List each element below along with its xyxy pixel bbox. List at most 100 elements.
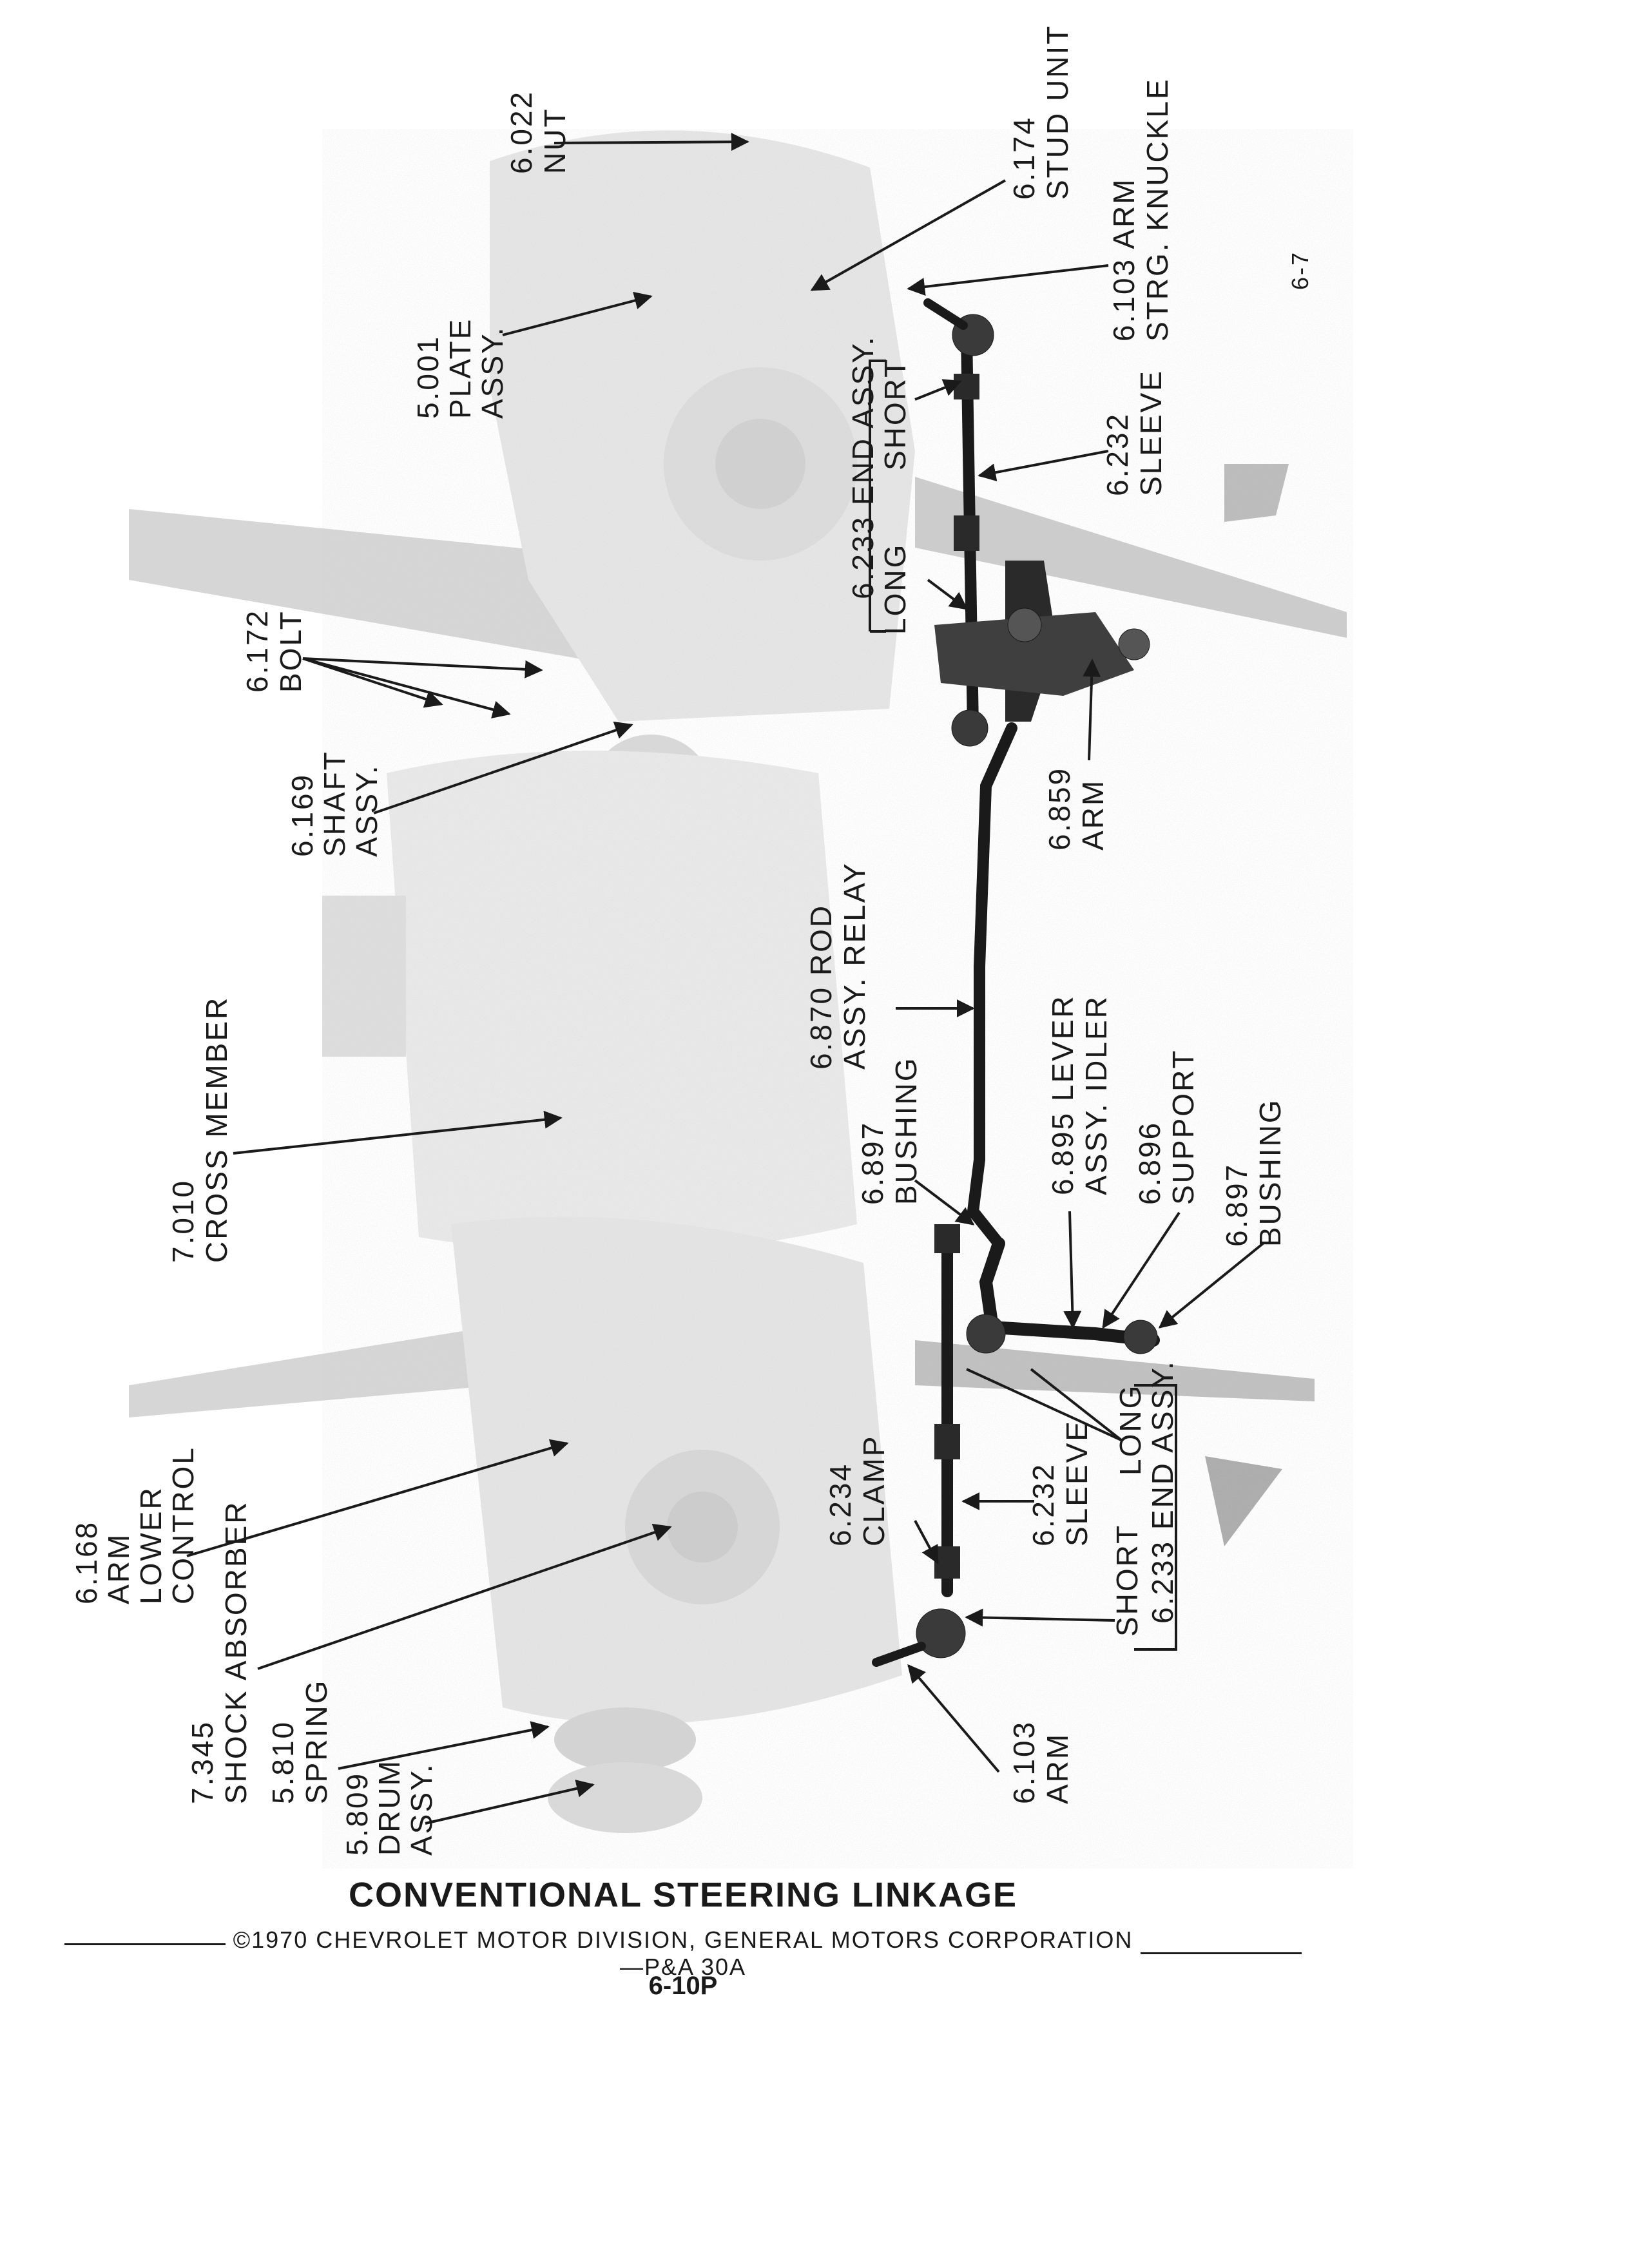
leader-nut	[554, 133, 749, 151]
svg-text:ASSY. RELAY: ASSY. RELAY	[838, 861, 871, 1070]
idler-support	[1123, 1320, 1158, 1354]
svg-text:5.809: 5.809	[340, 1772, 374, 1856]
page-number: 6-10P	[648, 1972, 718, 2000]
callouts: 6.022 NUT 6.174 STUD UNIT 6.103 ARM STRG…	[70, 24, 1313, 1856]
leader-cross-member	[233, 1110, 563, 1155]
upper-end-ball	[951, 709, 988, 747]
leader-bushing-right	[1158, 1242, 1264, 1329]
svg-text:6.859: 6.859	[1043, 767, 1076, 850]
svg-text:6.168: 6.168	[70, 1521, 103, 1604]
svg-text:LONG: LONG	[1113, 1384, 1147, 1475]
lower-knuckle-ball	[916, 1608, 966, 1658]
svg-text:BOLT: BOLT	[274, 610, 307, 693]
svg-text:ASSY.: ASSY.	[350, 764, 383, 857]
svg-text:ARM: ARM	[102, 1533, 135, 1604]
callout-short-bottom: SHORT	[1110, 1524, 1144, 1637]
callout-support: 6.896 SUPPORT	[1133, 1048, 1200, 1205]
bracket-top	[869, 360, 886, 633]
svg-text:6.233 END ASSY.: 6.233 END ASSY.	[846, 335, 880, 599]
leader-bolt-1	[302, 657, 543, 678]
leader-short-top	[914, 379, 962, 401]
svg-text:6.232: 6.232	[1101, 412, 1134, 496]
end-assy-brackets	[869, 360, 1177, 1651]
svg-text:ARM: ARM	[1041, 1733, 1074, 1804]
leader-short-bottom	[965, 1608, 1115, 1627]
callout-clamp: 6.234 CLAMP	[824, 1435, 891, 1546]
callout-spring: 5.810 SPRING	[266, 1679, 333, 1804]
svg-text:6.169: 6.169	[285, 773, 319, 857]
callout-cross-member: 7.010 CROSS MEMBER	[166, 996, 233, 1263]
caption-rule-left	[64, 1943, 226, 1945]
svg-text:6-7: 6-7	[1287, 251, 1313, 290]
leader-arm-bottom	[907, 1664, 1000, 1773]
callout-arm-bottom: 6.103 ARM	[1007, 1720, 1074, 1804]
callout-end-assy-bottom: 6.233 END ASSY.	[1146, 1360, 1179, 1624]
svg-text:6.895 LEVER: 6.895 LEVER	[1046, 994, 1079, 1195]
leader-drum-assy	[425, 1780, 595, 1825]
svg-text:7.345: 7.345	[186, 1720, 219, 1804]
copyright-line: ©1970 CHEVROLET MOTOR DIVISION, GENERAL …	[233, 1927, 1133, 1980]
svg-text:6.897: 6.897	[1220, 1163, 1253, 1247]
svg-text:CROSS MEMBER: CROSS MEMBER	[200, 996, 233, 1263]
callout-long-bottom: LONG	[1113, 1384, 1147, 1475]
bracket-bottom	[1134, 1384, 1177, 1651]
leader-arm-lower-control	[186, 1439, 569, 1557]
svg-text:SHORT: SHORT	[1110, 1524, 1144, 1637]
svg-text:SHORT: SHORT	[878, 358, 912, 470]
svg-text:6.233 END ASSY.: 6.233 END ASSY.	[1146, 1360, 1179, 1624]
leader-lines	[186, 133, 1264, 1825]
svg-text:SHOCK ABSORBER: SHOCK ABSORBER	[219, 1501, 253, 1804]
svg-text:6.103: 6.103	[1007, 1720, 1041, 1804]
svg-text:BUSHING: BUSHING	[1253, 1098, 1287, 1247]
callout-bolt: 6.172 BOLT	[240, 609, 307, 693]
leader-shaft-assy	[373, 721, 633, 814]
svg-text:5.810: 5.810	[266, 1720, 300, 1804]
leader-shock-absorber	[257, 1523, 672, 1670]
svg-text:6.103 ARM: 6.103 ARM	[1107, 177, 1141, 341]
leader-plate-assy	[502, 291, 653, 336]
svg-text:STRG. KNUCKLE: STRG. KNUCKLE	[1141, 77, 1174, 341]
svg-text:SPRING: SPRING	[300, 1679, 333, 1804]
svg-text:DRUM: DRUM	[372, 1759, 406, 1856]
svg-text:6.172: 6.172	[240, 609, 274, 693]
callout-shaft-assy: 6.169 SHAFT ASSY.	[285, 750, 383, 857]
leader-lever-idler	[1063, 1211, 1082, 1329]
page-marker: 6-7	[1287, 251, 1313, 290]
leader-long-bottom-1	[966, 1368, 1122, 1441]
svg-text:LOWER: LOWER	[134, 1486, 168, 1604]
leader-bushing-left	[914, 1179, 975, 1225]
svg-text:6.897: 6.897	[856, 1121, 889, 1205]
svg-text:6.232: 6.232	[1027, 1463, 1060, 1546]
callout-long-top: LONG	[878, 543, 912, 635]
leader-long-top	[927, 579, 969, 610]
svg-text:5.001: 5.001	[411, 335, 445, 419]
callout-stud-unit: 6.174 STUD UNIT	[1007, 24, 1074, 200]
svg-text:NUT: NUT	[538, 107, 572, 174]
svg-text:SLEEVE: SLEEVE	[1134, 369, 1168, 496]
callout-bushing-right: 6.897 BUSHING	[1220, 1098, 1287, 1247]
callout-end-assy-top: 6.233 END ASSY.	[846, 335, 880, 599]
leader-long-bottom-2	[1030, 1368, 1123, 1441]
leader-arm-strg-knuckle	[907, 264, 1109, 296]
callout-nut: 6.022 NUT	[505, 90, 572, 174]
callout-arm-lower-control: 6.168 ARM LOWER CONTROL	[70, 1446, 200, 1604]
callout-short-top: SHORT	[878, 358, 912, 470]
svg-text:ASSY.: ASSY.	[405, 1762, 438, 1856]
figure-title: CONVENTIONAL STEERING LINKAGE	[348, 1876, 1018, 1914]
svg-text:CLAMP: CLAMP	[857, 1435, 891, 1546]
leader-bolt-2	[302, 657, 511, 718]
leader-bolt-3	[302, 657, 443, 708]
svg-text:ASSY.: ASSY.	[476, 325, 509, 419]
leader-sleeve-top	[978, 450, 1109, 482]
relay-rod	[967, 722, 1017, 1249]
callout-sleeve-top: 6.232 SLEEVE	[1101, 369, 1168, 496]
svg-text:6.174: 6.174	[1007, 116, 1041, 200]
callout-drum-assy: 5.809 DRUM ASSY.	[340, 1759, 438, 1856]
svg-text:SHAFT: SHAFT	[318, 750, 351, 857]
svg-text:ASSY. IDLER: ASSY. IDLER	[1079, 995, 1113, 1195]
callout-sleeve-bottom: 6.232 SLEEVE	[1027, 1419, 1094, 1546]
caption-rule-right	[1141, 1952, 1302, 1954]
svg-text:ARM: ARM	[1076, 779, 1110, 850]
chassis-photo	[129, 129, 1353, 1869]
